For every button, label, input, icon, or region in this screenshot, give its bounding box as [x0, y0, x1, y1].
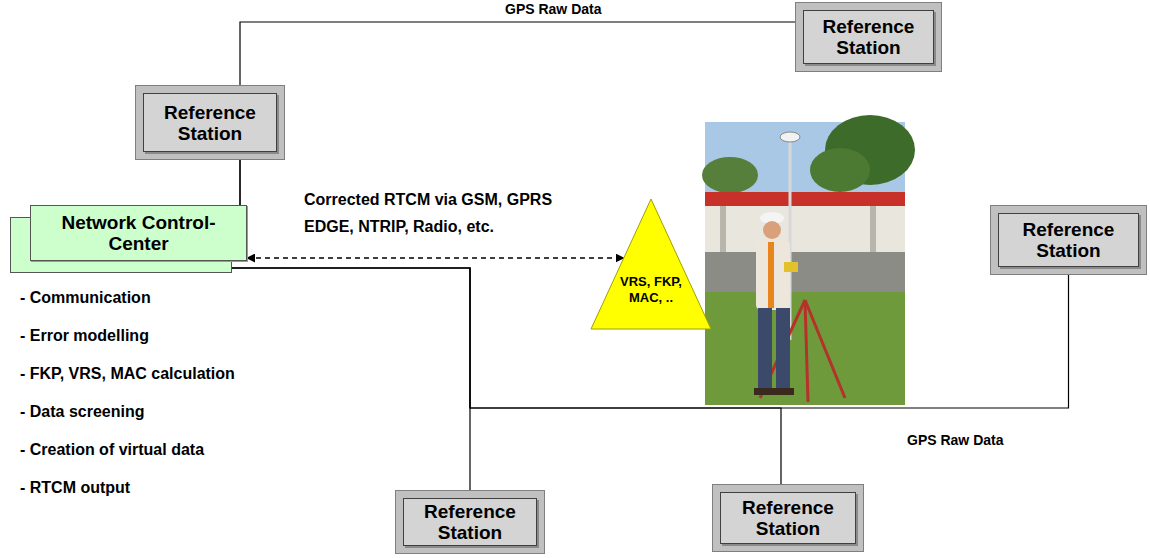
method-triangle: VRS, FKP, MAC, ..: [590, 198, 712, 330]
network-link: [232, 268, 470, 490]
photo-tripod: [805, 300, 808, 402]
link-caption: GPS Raw Data: [905, 432, 1005, 448]
function-list-item: - FKP, VRS, MAC calculation: [18, 364, 237, 384]
data-link-arrow: [247, 257, 624, 259]
triangle-shape: [591, 199, 711, 329]
station-inner-box: Reference Station: [998, 213, 1139, 267]
photo-tree: [810, 148, 870, 192]
photo-road: [705, 252, 905, 292]
station-inner-box: Reference Station: [720, 492, 856, 544]
photo-shirt: [756, 240, 790, 310]
photo-leg: [776, 308, 790, 390]
station-inner-box: Reference Station: [803, 10, 934, 64]
network-link: [232, 268, 781, 484]
station-inner-box: Reference Station: [143, 93, 277, 152]
function-list-item: - RTCM output: [18, 478, 132, 498]
function-list-item: - Communication: [18, 288, 153, 308]
reference-station-box: Reference Station: [135, 85, 285, 160]
station-label: Reference Station: [408, 501, 532, 543]
photo-tripod: [805, 300, 845, 398]
control-center-label: Network Control-Center: [49, 212, 229, 254]
photo-grass: [705, 292, 905, 405]
photo-leg: [758, 308, 772, 390]
photo-face: [763, 221, 781, 239]
photo-controller: [784, 262, 798, 272]
photo-strap: [768, 242, 774, 308]
network-link: [239, 160, 240, 205]
reference-station-box: Reference Station: [712, 484, 864, 552]
photo-shoe: [754, 388, 774, 395]
station-inner-box: Reference Station: [403, 498, 537, 546]
reference-station-box: Reference Station: [990, 205, 1147, 275]
method-label: VRS, FKP, MAC, ..: [615, 274, 687, 306]
photo-antenna: [780, 132, 800, 142]
photo-pillar: [720, 206, 726, 252]
reference-station-box: Reference Station: [395, 490, 545, 554]
link-caption: GPS Raw Data: [503, 1, 603, 17]
control-center-box: Network Control-Center: [30, 205, 247, 261]
photo-shoe: [774, 388, 794, 395]
function-list-item: - Error modelling: [18, 326, 151, 346]
function-list-item: - Data screening: [18, 402, 146, 422]
reference-station-box: Reference Station: [795, 2, 942, 72]
triangle-outline: [590, 198, 712, 330]
control-center-node: Network Control-Center: [10, 205, 247, 273]
photo-building: [705, 206, 905, 252]
photo-tree: [702, 157, 758, 193]
function-list-item: - Creation of virtual data: [18, 440, 206, 460]
photo-pillar: [870, 206, 876, 252]
network-link: [240, 22, 795, 205]
station-label: Reference Station: [1003, 219, 1134, 261]
station-label: Reference Station: [148, 102, 272, 144]
station-label: Reference Station: [808, 16, 929, 58]
photo-canopy: [705, 192, 905, 206]
network-link: [232, 268, 1069, 408]
station-label: Reference Station: [725, 497, 851, 539]
link-label: Corrected RTCM via GSM, GPRS EDGE, NTRIP…: [302, 186, 606, 240]
